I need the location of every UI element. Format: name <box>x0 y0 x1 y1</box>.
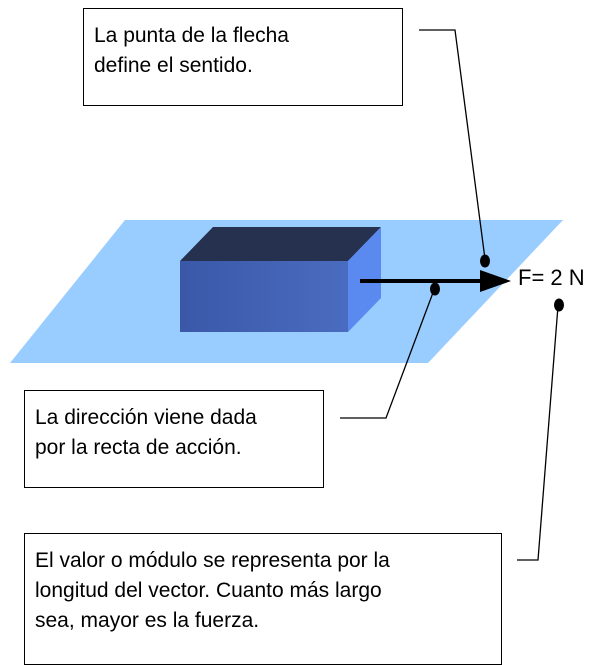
force-magnitude-label: F= 2 N <box>518 265 585 290</box>
sense-note-line-1: La punta de la flecha <box>94 24 289 47</box>
block-front-face <box>180 261 348 332</box>
leader-dot-direction <box>430 282 440 296</box>
leader-dot-sense <box>480 254 490 268</box>
value-note-line-3: sea, mayor es la fuerza. <box>35 609 260 632</box>
direction-note-line-1: La dirección viene dada <box>35 406 257 429</box>
block-top-face <box>180 227 381 261</box>
direction-note-line-2: por la recta de acción. <box>35 436 242 459</box>
value-note-box: El valor o módulo se representa por la l… <box>24 533 502 665</box>
value-note-line-2: longitud del vector. Cuanto más largo <box>35 579 382 602</box>
leader-line-value <box>517 305 559 561</box>
sense-note-line-2: define el sentido. <box>94 54 253 77</box>
leader-line-sense <box>419 29 486 260</box>
value-note-line-1: El valor o módulo se representa por la <box>35 549 390 572</box>
leader-line-direction <box>340 289 435 419</box>
sense-note-box: La punta de la flecha define el sentido. <box>83 8 403 106</box>
force-vector-arrowhead <box>480 270 511 292</box>
leader-dot-value <box>554 298 564 312</box>
direction-note-box: La dirección viene dada por la recta de … <box>24 390 324 488</box>
